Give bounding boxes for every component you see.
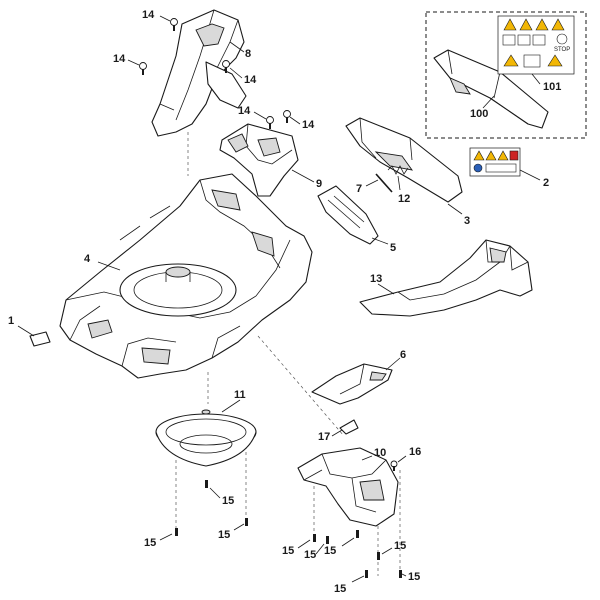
callout-14-c: 14	[244, 74, 257, 86]
callout-13: 13	[370, 273, 382, 285]
leader-11	[221, 399, 241, 413]
callout-11: 11	[234, 389, 246, 401]
leader-14-e	[289, 116, 301, 125]
callout-100: 100	[470, 108, 488, 120]
screw-16	[390, 460, 398, 471]
leader-4	[97, 261, 121, 271]
leader-15-b	[159, 533, 173, 541]
leader-15-g	[381, 547, 393, 555]
callout-15-h: 15	[334, 583, 346, 595]
screw-14-d	[266, 116, 274, 129]
part-9-rear-bracket	[219, 123, 299, 197]
part-7-pin	[375, 173, 393, 193]
leader-8	[229, 41, 245, 53]
callout-15-g: 15	[394, 540, 406, 552]
callout-14-b: 14	[113, 53, 126, 65]
callout-5: 5	[390, 242, 396, 254]
leader-7	[365, 179, 379, 187]
callout-14-e: 14	[302, 119, 315, 131]
leader-15-e	[315, 543, 325, 555]
callout-17: 17	[318, 431, 330, 443]
callout-9: 9	[316, 178, 322, 190]
callout-15-f: 15	[324, 545, 336, 557]
callout-101: 101	[543, 81, 561, 93]
part-12-spring	[387, 165, 409, 175]
leader-100	[482, 95, 495, 109]
screw-15-d	[313, 534, 316, 542]
leader-15-a	[209, 487, 221, 499]
screw-15-a	[205, 480, 208, 488]
leader-15-c	[233, 523, 245, 531]
callout-15-e: 15	[304, 549, 316, 561]
leader-5	[371, 237, 389, 245]
part-10-chute-insert	[297, 447, 399, 527]
part-8-handle-bracket	[151, 9, 247, 137]
sticker-stop-text: STOP	[554, 47, 570, 53]
callout-12: 12	[398, 193, 410, 205]
callout-15-c: 15	[218, 529, 230, 541]
leader-14-d	[253, 111, 267, 120]
leader-1	[17, 325, 35, 337]
leader-14-a	[159, 15, 171, 22]
callout-14-a: 14	[142, 9, 155, 21]
leader-15-d	[297, 539, 311, 549]
assembly-line-deck-insert	[257, 335, 345, 437]
callout-14-d: 14	[238, 105, 251, 117]
part-17-clip	[339, 419, 359, 435]
part-1-small-label	[29, 331, 51, 347]
assembly-line-chute-screws	[313, 470, 401, 576]
callout-3: 3	[464, 215, 470, 227]
callout-10: 10	[374, 447, 386, 459]
callout-15-d: 15	[282, 545, 294, 557]
screw-14-e	[283, 110, 291, 123]
leader-14-b	[127, 59, 140, 66]
screw-15-f	[356, 530, 359, 538]
part-5-side-cover	[317, 185, 379, 245]
callout-16: 16	[409, 446, 421, 458]
screw-14-c	[222, 60, 230, 73]
assembly-line-cup-screws	[175, 440, 247, 530]
leader-15-i	[401, 573, 407, 577]
part-4-mower-deck	[59, 173, 313, 379]
callout-2: 2	[543, 177, 549, 189]
callout-4: 4	[84, 253, 91, 265]
leader-12	[397, 175, 401, 191]
leader-14-c	[229, 67, 243, 79]
callout-15-b: 15	[144, 537, 156, 549]
part-6-deflector	[311, 363, 393, 405]
leader-13	[377, 283, 395, 295]
leader-6	[385, 357, 401, 371]
part-11-cutting-cup	[155, 409, 257, 467]
screw-15-g	[377, 552, 380, 560]
leader-101	[531, 73, 541, 85]
part-101-warning-label: STOP	[497, 15, 575, 75]
part-3-rear-cover	[345, 117, 463, 203]
screw-15-e	[326, 536, 329, 544]
part-2-info-sticker	[469, 147, 521, 177]
screw-15-b	[175, 528, 178, 536]
callout-6: 6	[400, 349, 406, 361]
screw-15-h	[365, 570, 368, 578]
leader-15-h	[351, 575, 365, 583]
part-100-rear-flap	[433, 49, 549, 129]
optional-accessory-box	[425, 11, 587, 139]
screw-14-b	[139, 62, 147, 75]
leader-10	[361, 455, 373, 461]
leader-3	[447, 203, 463, 215]
leader-9	[291, 169, 315, 183]
callout-8: 8	[245, 48, 251, 60]
callout-1: 1	[8, 315, 14, 327]
callout-7: 7	[356, 183, 362, 195]
screw-15-i	[399, 570, 402, 578]
callout-15-a: 15	[222, 495, 234, 507]
leader-16	[397, 455, 407, 463]
leader-15-f	[341, 537, 355, 547]
leader-17	[331, 429, 343, 437]
part-13-mulch-insert	[359, 239, 533, 317]
screw-14-a	[170, 18, 178, 31]
screw-15-c	[245, 518, 248, 526]
leader-2	[519, 169, 541, 181]
callout-15-i: 15	[408, 571, 420, 583]
